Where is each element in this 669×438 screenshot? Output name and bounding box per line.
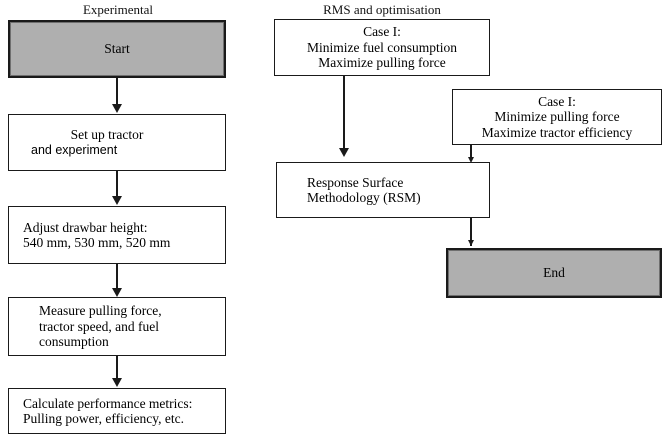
node-case-1-text: Case I: Minimize fuel consumption Maximi…	[281, 24, 483, 71]
connector-case1-to-rsm	[343, 76, 345, 152]
node-calculate[interactable]: Calculate performance metrics: Pulling p…	[8, 388, 226, 434]
node-measure-line3: consumption	[39, 334, 109, 350]
arrowhead-rsm-to-end	[467, 240, 474, 246]
arrowhead-measure-to-calculate	[112, 378, 122, 387]
node-drawbar-line1: Adjust drawbar height:	[23, 219, 148, 235]
node-start-label: Start	[104, 41, 130, 57]
node-start[interactable]: Start	[8, 20, 226, 78]
node-drawbar[interactable]: Adjust drawbar height: 540 mm, 530 mm, 5…	[8, 206, 226, 264]
node-drawbar-line2: 540 mm, 530 mm, 520 mm	[23, 235, 171, 250]
node-case-2-text: Case I: Minimize pulling force Maximize …	[459, 94, 655, 141]
column-heading-experimental: Experimental	[82, 2, 154, 17]
node-rsm-text: Response Surface Methodology (RSM)	[307, 175, 483, 206]
connector-setup-to-drawbar	[116, 171, 118, 200]
node-setup-line2: and experiment	[31, 142, 118, 157]
node-case-2[interactable]: Case I: Minimize pulling force Maximize …	[452, 89, 662, 145]
connector-start-to-setup	[116, 78, 118, 108]
node-case-1-line3: Maximize pulling force	[318, 55, 446, 71]
node-measure-line1: Measure pulling force,	[39, 303, 162, 319]
node-case-2-line1: Case I:	[538, 93, 576, 109]
node-rsm[interactable]: Response Surface Methodology (RSM)	[276, 162, 490, 218]
node-calculate-text: Calculate performance metrics: Pulling p…	[23, 396, 219, 427]
arrowhead-setup-to-drawbar	[112, 196, 122, 205]
node-setup[interactable]: Set up tractor and experiment	[8, 114, 226, 171]
connector-case2-to-rsm	[470, 145, 472, 161]
node-setup-line1: Set up tractor	[70, 127, 144, 142]
node-rsm-line1: Response Surface	[307, 174, 404, 190]
node-end-label: End	[543, 265, 565, 281]
arrowhead-case1-to-rsm	[339, 148, 349, 157]
connector-drawbar-to-measure	[116, 264, 118, 292]
node-calculate-line1: Calculate performance metrics:	[23, 395, 193, 411]
connector-measure-to-calculate	[116, 356, 118, 382]
node-case-1-line2: Minimize fuel consumption	[307, 39, 457, 55]
column-heading-rms: RMS and optimisation	[323, 2, 441, 17]
node-case-1[interactable]: Case I: Minimize fuel consumption Maximi…	[274, 19, 490, 76]
arrowhead-drawbar-to-measure	[112, 288, 122, 297]
node-case-1-line1: Case I:	[363, 24, 401, 40]
arrowhead-start-to-setup	[112, 104, 122, 113]
node-rsm-line2: Methodology (RSM)	[307, 190, 421, 205]
node-setup-text: Set up tractor and experiment	[31, 127, 219, 158]
node-end[interactable]: End	[446, 248, 662, 298]
node-calculate-line2: Pulling power, efficiency, etc.	[23, 411, 185, 426]
node-measure-line2: tractor speed, and fuel	[39, 318, 159, 334]
node-measure[interactable]: Measure pulling force, tractor speed, an…	[8, 297, 226, 356]
node-case-2-line3: Maximize tractor efficiency	[481, 124, 633, 140]
node-case-2-line2: Minimize pulling force	[494, 109, 620, 125]
arrowhead-case2-to-rsm	[467, 157, 474, 163]
node-drawbar-text: Adjust drawbar height: 540 mm, 530 mm, 5…	[23, 220, 219, 251]
node-measure-text: Measure pulling force, tractor speed, an…	[39, 303, 219, 350]
connector-rsm-to-end	[470, 218, 472, 246]
